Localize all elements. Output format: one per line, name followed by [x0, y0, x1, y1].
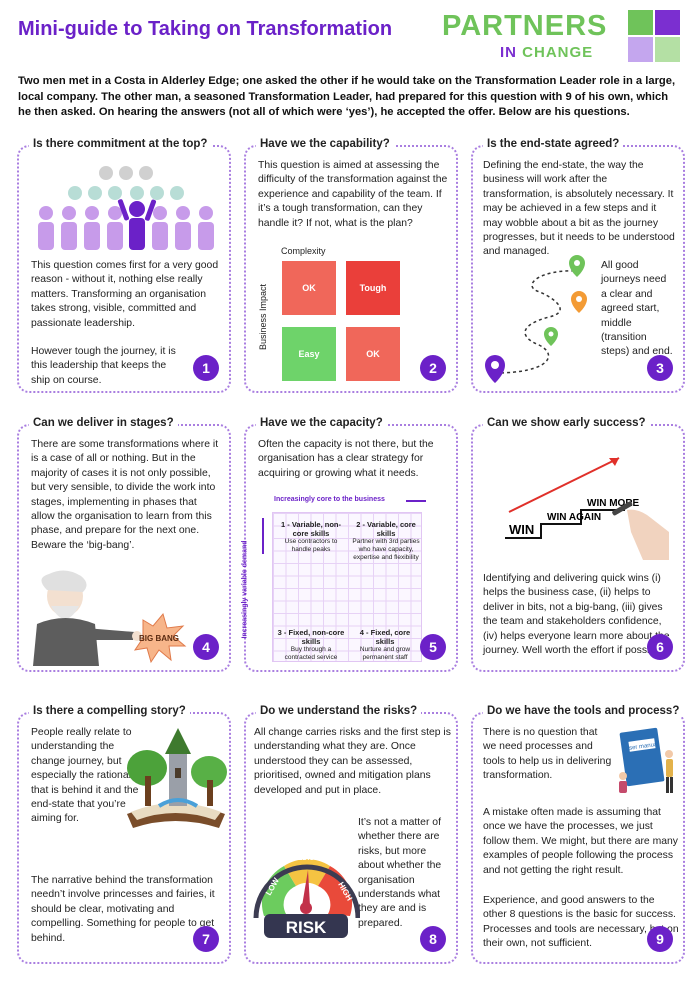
card-risks: Do we understand the risks? All change c…	[244, 705, 458, 964]
card-number-badge: 5	[420, 634, 446, 660]
axis-label-business-impact: Business Impact	[258, 283, 269, 351]
card-title: Have we the capability?	[256, 138, 394, 150]
card-number-badge: 6	[647, 634, 673, 660]
card-title: Have we the capacity?	[256, 417, 387, 429]
card-text: Identifying and delivering quick wins (i…	[483, 573, 670, 657]
quadrant-2: 2 - Variable, core skills Partner with 3…	[350, 520, 422, 562]
quadrant-4: 4 - Fixed, core skills Nurture and grow …	[350, 628, 420, 662]
card-early-success: Can we show early success? WIN WIN AGAIN…	[471, 417, 685, 672]
big-bang-old-man-icon: BIG BANG	[33, 570, 187, 666]
card-commitment: Is there commitment at the top? This que…	[17, 138, 231, 393]
logo-in-text: IN	[500, 44, 517, 61]
card-text: Often the capacity is not there, but the…	[258, 439, 434, 479]
card-stages: Can we deliver in stages? There are some…	[17, 417, 231, 672]
quadrant-text: Use contractors to handle peaks	[284, 538, 338, 553]
user-manual-icon: user manual	[619, 727, 673, 793]
card-text: Experience, and good answers to the othe…	[483, 895, 679, 950]
axis-label-complexity: Complexity	[281, 246, 326, 256]
quadrant-title: 1 - Variable, non-core skills	[280, 520, 341, 538]
card-number-badge: 3	[647, 355, 673, 381]
card-capacity: Have we the capacity? Often the capacity…	[241, 417, 458, 672]
matrix-cell-ok: OK	[282, 261, 336, 315]
card-text: A mistake often made is assuming that on…	[483, 807, 679, 876]
quadrant-title: 4 - Fixed, core skills	[359, 628, 411, 646]
card-end-state: Is the end-state agreed? Defining the en…	[471, 138, 685, 393]
card-title: Do we have the tools and process?	[483, 705, 684, 717]
matrix-cell-easy: Easy	[282, 327, 336, 381]
quadrant-title: 3 - Fixed, non-core skills	[277, 628, 345, 646]
card-text: Defining the end-state, the way the busi…	[483, 160, 675, 258]
people-crowd-icon	[38, 166, 214, 250]
logo-square-icon	[628, 10, 653, 35]
card-tools-process: Do we have the tools and process? There …	[471, 705, 685, 964]
quadrant-text: Partner with 3rd parties who have capaci…	[352, 538, 420, 561]
quadrant-text: Buy through a contracted service	[284, 646, 338, 661]
card-number-badge: 2	[420, 355, 446, 381]
card-number-badge: 7	[193, 926, 219, 952]
card-text: All change carries risks and the first s…	[254, 727, 451, 796]
grid-y-arrow-icon	[262, 518, 264, 554]
gauge-medium: MEDIUM	[292, 855, 321, 862]
card-text: There is no question that we need proces…	[483, 727, 612, 782]
card-text: It’s not a matter of whether there are r…	[358, 817, 442, 929]
card-compelling-story: Is there a compelling story? People real…	[17, 705, 231, 964]
logo-square-icon	[628, 37, 653, 62]
card-capability: Have we the capability? This question is…	[244, 138, 458, 393]
card-title: Is the end-state agreed?	[483, 138, 624, 150]
logo-sub-text: IN CHANGE	[500, 44, 593, 61]
card-number-badge: 8	[420, 926, 446, 952]
matrix-cell-tough: Tough	[346, 261, 400, 315]
quadrant-title: 2 - Variable, core skills	[356, 520, 416, 538]
step-win-more: WIN MORE	[587, 498, 640, 509]
card-text: There are some transformations where it …	[31, 439, 219, 551]
risk-gauge-icon: RISK LOW MEDIUM HIGH	[253, 855, 360, 938]
step-win: WIN	[509, 522, 534, 537]
quadrant-text: Nurture and grow permanent staff	[359, 646, 411, 661]
card-title: Is there a compelling story?	[29, 705, 190, 717]
card-title: Can we show early success?	[483, 417, 650, 429]
card-number-badge: 4	[193, 634, 219, 660]
card-title: Is there commitment at the top?	[29, 138, 212, 150]
card-text: All good journeys need a clear and agree…	[601, 260, 673, 358]
card-text: However tough the journey, it is this le…	[31, 346, 176, 386]
capacity-grid	[272, 512, 422, 662]
win-steps-icon: WIN WIN AGAIN WIN MORE	[505, 457, 669, 560]
card-text: The narrative behind the transformation …	[31, 875, 215, 944]
page-title: Mini-guide to Taking on Transformation	[18, 18, 393, 40]
big-bang-text: BIG BANG	[139, 634, 179, 643]
card-text: This question is aimed at assessing the …	[258, 160, 448, 229]
step-win-again: WIN AGAIN	[547, 512, 601, 523]
intro-paragraph: Two men met in a Costa in Alderley Edge;…	[18, 75, 676, 118]
card-text: People really relate to understanding th…	[31, 727, 139, 825]
card-number-badge: 9	[647, 926, 673, 952]
matrix-cell-ok: OK	[346, 327, 400, 381]
logo-main-text: PARTNERS	[442, 10, 608, 42]
card-title: Do we understand the risks?	[256, 705, 422, 717]
grid-x-arrow-icon	[406, 500, 426, 502]
logo-change-text: CHANGE	[522, 44, 594, 61]
journey-path-icon	[485, 255, 587, 383]
card-title: Can we deliver in stages?	[29, 417, 178, 429]
book-title: user manual	[626, 742, 660, 753]
card-text: This question comes first for a very goo…	[31, 260, 219, 329]
grid-x-axis-label: Increasingly core to the business	[274, 496, 385, 503]
partners-in-change-logo: PARTNERS IN CHANGE	[442, 10, 682, 68]
logo-square-icon	[655, 10, 680, 35]
card-number-badge: 1	[193, 355, 219, 381]
grid-y-axis-label: Increasingly variable demand	[241, 540, 249, 639]
quadrant-3: 3 - Fixed, non-core skills Buy through a…	[276, 628, 346, 662]
storybook-castle-icon	[127, 728, 227, 828]
logo-square-icon	[655, 37, 680, 62]
risk-label: RISK	[286, 918, 327, 937]
quadrant-1: 1 - Variable, non-core skills Use contra…	[276, 520, 346, 554]
